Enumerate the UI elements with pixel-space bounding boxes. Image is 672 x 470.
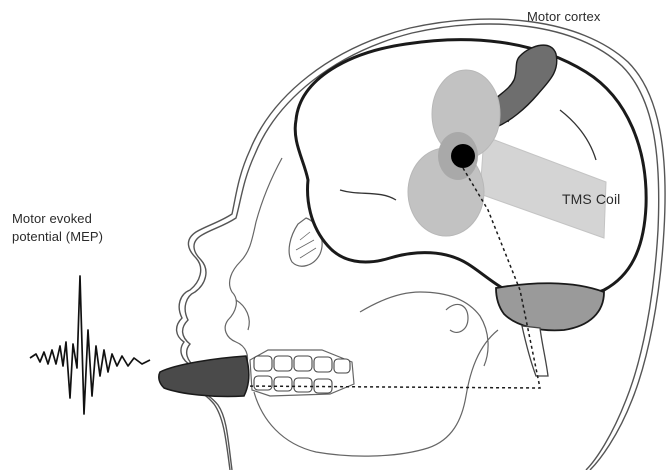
motor-cortex-label: Motor cortex [527,8,600,25]
tongue [159,356,249,397]
cerebellum [496,283,604,330]
brain-stem [522,326,548,376]
mep-label: Motor evoked potential (MEP) [12,210,103,246]
coil-center-dot [451,144,475,168]
tms-coil-label: TMS Coil [562,191,620,208]
mep-trace [30,276,150,414]
mep-label-line2: potential (MEP) [12,228,103,246]
teeth [254,356,350,393]
mep-label-line1: Motor evoked [12,210,103,228]
